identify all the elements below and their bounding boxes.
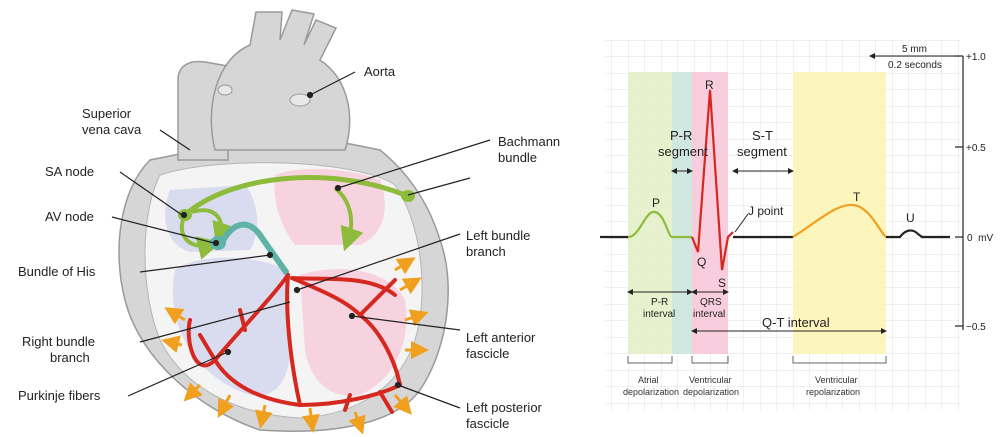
atrial-2: depolarization — [623, 387, 679, 397]
ventricular-dep-2: depolarization — [683, 387, 739, 397]
label-purkinje: Purkinje fibers — [18, 388, 101, 403]
ventricular-dep-1: Ventricular — [689, 375, 732, 385]
qrs-interval-1: QRS — [700, 297, 722, 308]
label-left-bundle-2: branch — [466, 244, 506, 259]
qrs-complex — [690, 89, 734, 271]
leader-lines — [111, 71, 491, 409]
ecg-panel: +1.0 +0.5 0 mV −0.5 5 mm 0.2 seconds P Q… — [600, 40, 993, 410]
wave-p: P — [652, 196, 660, 210]
t-wave-band — [793, 72, 886, 354]
bundle-of-his-path — [219, 221, 289, 275]
pr-segment-band — [672, 72, 692, 354]
label-aorta: Aorta — [364, 64, 396, 79]
bachmann-bundle-path — [182, 175, 408, 218]
label-left-posterior-1: Left posterior — [466, 400, 543, 415]
mv-label-05: +0.5 — [966, 143, 986, 154]
scale-mm: 5 mm — [902, 44, 927, 55]
qrs-interval-2: interval — [693, 309, 725, 320]
j-point-leader — [734, 213, 749, 233]
atrial-1: Atrial — [638, 375, 659, 385]
bachmann-node-right — [401, 190, 415, 202]
label-left-anterior-1: Left anterior — [466, 330, 536, 345]
wave-u: U — [906, 211, 915, 225]
label-bundle-of-his: Bundle of His — [18, 264, 96, 279]
left-atrial-path — [333, 186, 364, 252]
internodal-path-2 — [191, 208, 236, 247]
internodal-path-1 — [179, 214, 222, 260]
wave-q: Q — [697, 255, 706, 269]
wave-s: S — [718, 276, 726, 290]
heart-illustration — [118, 9, 449, 435]
qt-interval-label: Q-T interval — [762, 315, 830, 330]
scale-time: 0.2 seconds — [888, 60, 942, 71]
p-wave — [627, 210, 692, 239]
purkinje-network — [186, 273, 402, 414]
label-right-bundle-1: Right bundle — [22, 334, 95, 349]
mv-label-0: 0 mV — [967, 233, 993, 244]
j-point-label: J point — [748, 204, 784, 218]
right-ventricle — [172, 257, 291, 396]
heart-text-labels: Aorta Superior vena cava SA node AV node… — [18, 64, 560, 431]
vessel-opening-1 — [217, 84, 233, 96]
wave-t: T — [853, 190, 861, 204]
label-right-bundle-2: branch — [50, 350, 90, 365]
ventricular-rep-1: Ventricular — [815, 375, 858, 385]
aorta-shape — [210, 9, 351, 151]
label-superior-vena-cava-2: vena cava — [82, 122, 142, 137]
qrs-band — [692, 72, 728, 354]
ventricular-rep-2: repolarization — [806, 387, 860, 397]
propagation-arrows — [161, 257, 429, 435]
label-left-posterior-2: fascicle — [466, 416, 509, 431]
pr-interval-1: P-R — [651, 297, 668, 308]
label-sa-node: SA node — [45, 164, 94, 179]
wave-r: R — [705, 78, 714, 92]
vessel-opening-2 — [289, 93, 311, 107]
label-bachmann-2: bundle — [498, 150, 537, 165]
st-segment-2: segment — [737, 144, 787, 159]
label-bachmann-1: Bachmann — [498, 134, 560, 149]
mv-label-neg05: −0.5 — [966, 322, 986, 333]
pr-segment-2: segment — [658, 144, 708, 159]
left-ventricle — [300, 268, 407, 396]
mv-label-1: +1.0 — [966, 52, 986, 63]
label-left-anterior-2: fascicle — [466, 346, 509, 361]
st-segment-1: S-T — [752, 128, 773, 143]
t-wave — [792, 203, 887, 238]
phase-brackets — [627, 356, 887, 364]
label-left-bundle-1: Left bundle — [466, 228, 530, 243]
pr-segment-1: P-R — [670, 128, 692, 143]
u-wave-baseline — [886, 229, 950, 239]
label-superior-vena-cava-1: Superior — [82, 106, 132, 121]
pr-interval-2: interval — [643, 309, 675, 320]
label-av-node: AV node — [45, 209, 94, 224]
